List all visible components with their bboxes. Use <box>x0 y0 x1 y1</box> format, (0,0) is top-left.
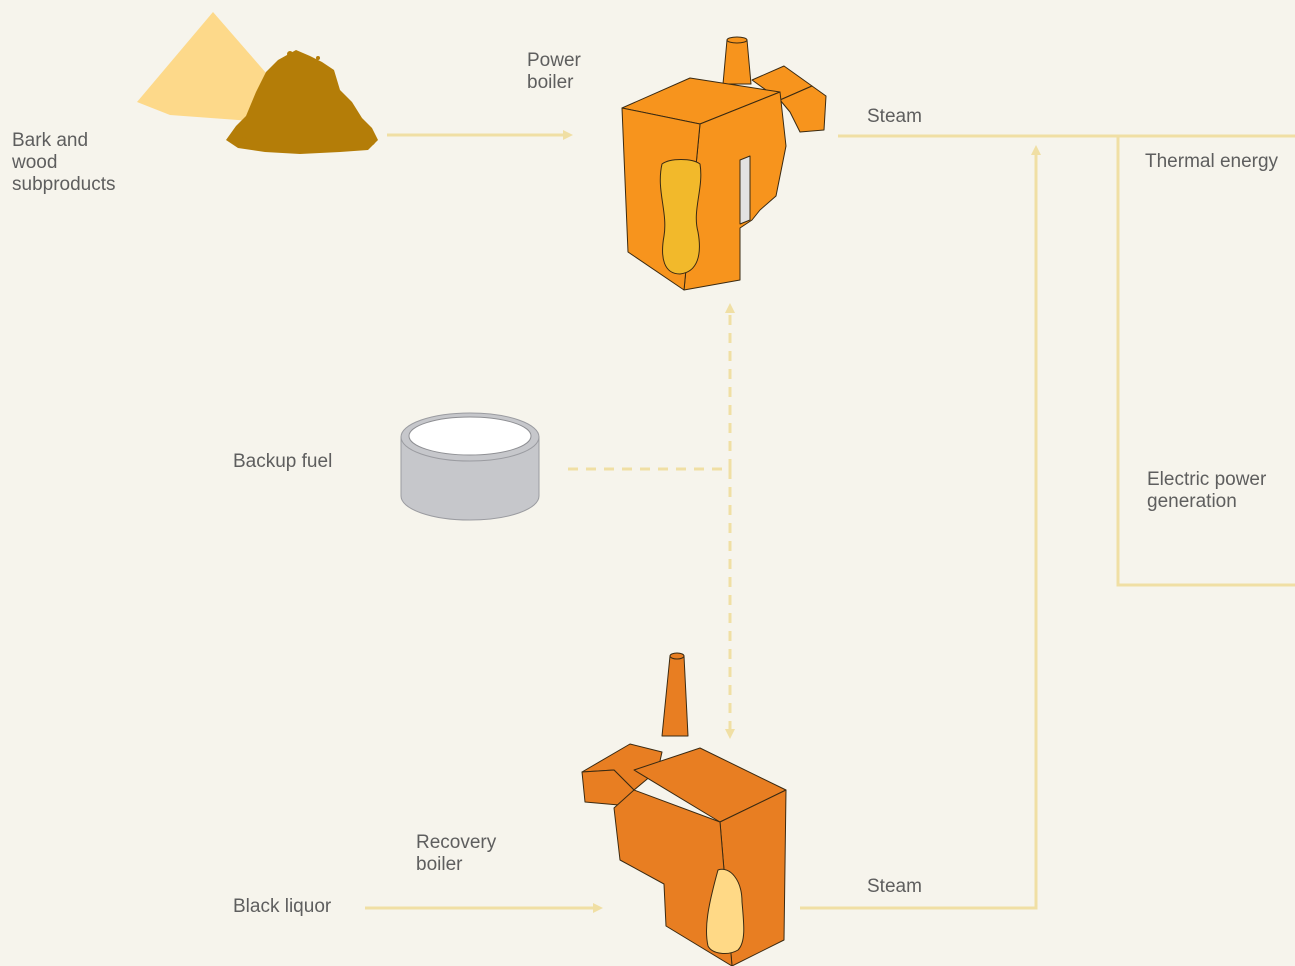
backup-fuel-label: Backup fuel <box>233 451 333 472</box>
power-boiler-label: Power boiler <box>527 50 581 93</box>
recovery-steam-line <box>800 145 1041 910</box>
recovery-boiler-label: Recovery boiler <box>416 832 497 875</box>
steam-branch-line <box>1116 136 1295 587</box>
electric-power-label: Electric power generation <box>1147 469 1267 512</box>
flow-lines <box>365 130 1295 913</box>
power-boiler-icon <box>621 36 827 291</box>
recovery-boiler-icon <box>581 652 787 966</box>
thermal-energy-label: Thermal energy <box>1145 151 1279 172</box>
backup-fuel-tank-icon <box>400 412 540 521</box>
steam-bottom-label: Steam <box>867 876 922 897</box>
steam-top-label: Steam <box>867 106 922 127</box>
black-liquor-label: Black liquor <box>233 896 332 917</box>
bark-label: Bark and wood subproducts <box>12 130 116 195</box>
bark-pile-icon <box>137 12 378 154</box>
